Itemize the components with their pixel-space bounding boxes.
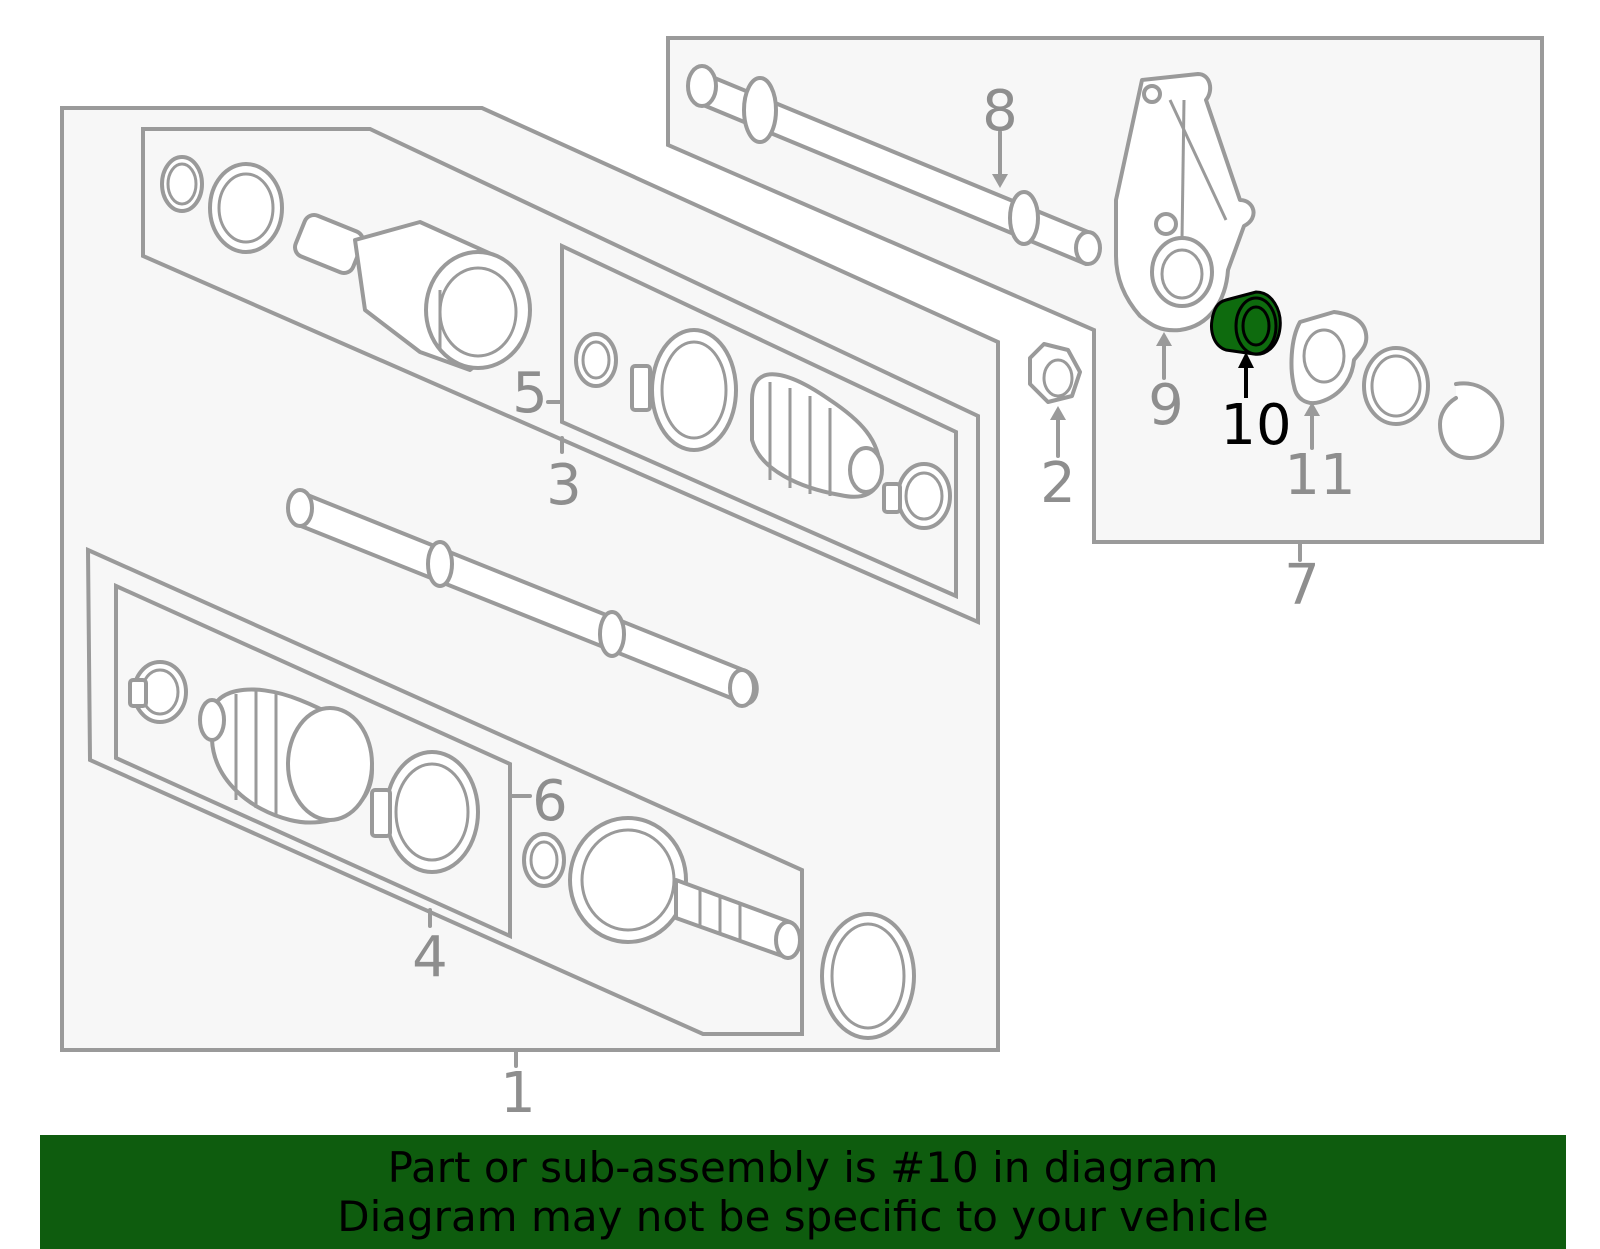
assembly-1-panel — [60, 106, 1000, 1052]
callout-4: 4 — [412, 925, 448, 990]
banner-line-part-number: Part or sub-assembly is #10 in diagram — [387, 1143, 1219, 1192]
outer-cv-boot-icon — [198, 687, 374, 825]
boot-clamp-outer-large-icon — [370, 750, 480, 874]
callout-8: 8 — [982, 79, 1018, 144]
snap-ring-icon — [160, 155, 204, 213]
callout-2: 2 — [1040, 451, 1076, 516]
wheel-bearing-highlighted-icon[interactable] — [1210, 290, 1282, 356]
subassembly-3-panel — [141, 127, 980, 626]
outer-cv-joint-icon — [568, 816, 802, 960]
hub-nut-icon — [1028, 342, 1082, 404]
callout-7: 7 — [1284, 553, 1320, 618]
steering-knuckle-icon — [1114, 72, 1256, 333]
abs-tone-ring-icon — [820, 912, 916, 1040]
inner-cv-boot-icon — [750, 372, 884, 499]
callout-6: 6 — [532, 769, 568, 834]
banner-line-disclaimer: Diagram may not be specific to your vehi… — [337, 1192, 1269, 1241]
hub-shaft-icon — [686, 64, 1102, 266]
subassembly-6-panel — [114, 582, 512, 940]
inner-cv-joint-housing-icon — [293, 213, 532, 372]
leader-lines — [428, 130, 1320, 1068]
info-banner: Part or sub-assembly is #10 in diagram D… — [40, 1135, 1566, 1249]
callout-10: 10 — [1220, 393, 1291, 458]
callout-5: 5 — [512, 361, 548, 426]
callout-11: 11 — [1284, 443, 1355, 508]
backing-plate-icon — [1289, 310, 1369, 405]
small-ring-icon — [574, 332, 618, 388]
seal-ring-panel7-icon — [1362, 346, 1430, 426]
boot-clamp-large-icon — [630, 328, 738, 452]
callout-1: 1 — [500, 1061, 536, 1126]
outer-small-ring-icon — [522, 832, 566, 888]
callout-9: 9 — [1148, 373, 1184, 438]
boot-clamp-small-icon — [882, 462, 952, 530]
callout-3: 3 — [546, 453, 582, 518]
subassembly-5-panel — [560, 242, 958, 600]
axle-shaft-icon — [286, 488, 759, 708]
seal-ring-icon — [208, 162, 284, 254]
boot-clamp-outer-small-icon — [128, 660, 188, 724]
retaining-ring-icon — [1438, 381, 1505, 460]
subassembly-4-panel — [85, 546, 804, 1036]
